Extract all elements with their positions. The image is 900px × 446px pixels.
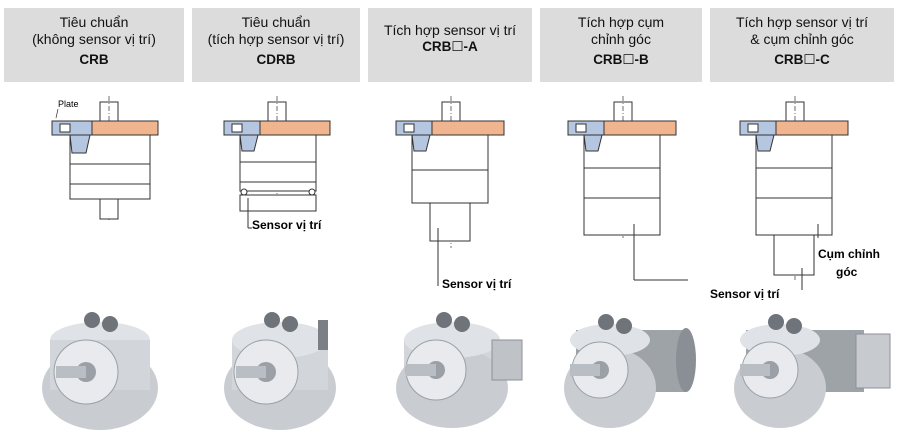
column-crb-c: Tích hợp sensor vị trí & cụm chỉnh góc C… bbox=[706, 0, 900, 446]
column-header: Tiêu chuẩn (không sensor vị trí) CRB bbox=[4, 8, 184, 82]
column-header: Tích hợp sensor vị trí CRB☐-A bbox=[368, 8, 532, 82]
crb-product-photo bbox=[42, 312, 158, 430]
model-code: CRB☐-C bbox=[774, 52, 830, 67]
cdrb-product-photo bbox=[224, 312, 336, 430]
sensor-label: Sensor vị trí bbox=[252, 218, 322, 232]
header-line2: & cụm chỉnh góc bbox=[750, 31, 854, 47]
sensor-label: Sensor vị trí bbox=[710, 287, 780, 300]
header-line1: Tiêu chuẩn bbox=[241, 14, 311, 30]
column-crb: Tiêu chuẩn (không sensor vị trí) CRB Pla… bbox=[0, 0, 188, 446]
column-cdrb: Tiêu chuẩn (tích hợp sensor vị trí) CDRB… bbox=[188, 0, 364, 446]
column-crb-a: Tích hợp sensor vị trí CRB☐-A Sensor vị … bbox=[364, 0, 536, 446]
header-line2: (tích hợp sensor vị trí) bbox=[207, 31, 345, 47]
cdrb-drawing: Sensor vị trí bbox=[223, 96, 331, 232]
header-line1: Tích hợp sensor vị trí bbox=[383, 22, 517, 38]
header-line2: (không sensor vị trí) bbox=[32, 31, 156, 47]
crb-c-product-photo bbox=[734, 314, 891, 428]
adjust-unit-label-line2: góc bbox=[836, 265, 858, 279]
header-line1: Tích hợp cụm bbox=[577, 14, 665, 30]
crb-c-drawing: Cụm chỉnh góc Sensor vị trí bbox=[710, 96, 880, 300]
crb-b-drawing bbox=[567, 96, 688, 281]
model-code: CDRB bbox=[256, 52, 296, 67]
model-code: CRB☐-A bbox=[422, 39, 478, 54]
header-line1: Tích hợp sensor vị trí bbox=[735, 14, 869, 30]
crb-drawing: Plate bbox=[51, 96, 159, 220]
column-header: Tiêu chuẩn (tích hợp sensor vị trí) CDRB bbox=[192, 8, 360, 82]
crb-a-product-photo bbox=[396, 312, 523, 428]
header-line2: chỉnh góc bbox=[591, 31, 651, 47]
column-header: Tích hợp sensor vị trí & cụm chỉnh góc C… bbox=[710, 8, 894, 82]
model-code: CRB☐-B bbox=[593, 52, 649, 67]
crb-b-product-photo bbox=[564, 314, 696, 428]
column-header: Tích hợp cụm chỉnh góc CRB☐-B bbox=[540, 8, 702, 82]
model-code: CRB bbox=[79, 52, 109, 67]
crb-a-drawing: Sensor vị trí bbox=[395, 96, 512, 291]
adjust-unit-label-line1: Cụm chỉnh bbox=[818, 247, 880, 261]
plate-label: Plate bbox=[58, 99, 79, 109]
sensor-label: Sensor vị trí bbox=[442, 277, 512, 291]
header-line1: Tiêu chuẩn bbox=[59, 14, 129, 30]
column-crb-b: Tích hợp cụm chỉnh góc CRB☐-B bbox=[536, 0, 706, 446]
